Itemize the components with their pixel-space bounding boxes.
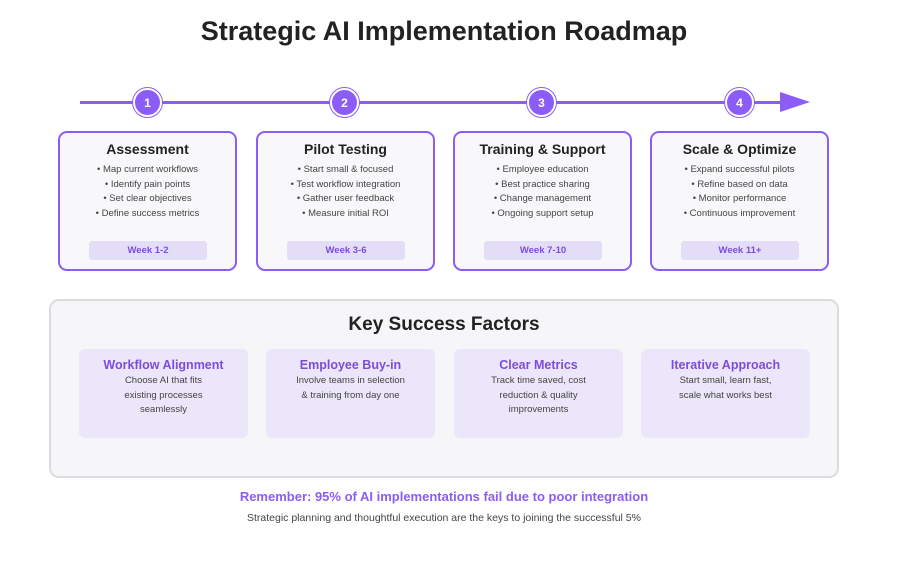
phase-item: Map current workflows [60,163,235,178]
phase-card-training-support: Training & Support Employee education Be… [453,131,632,271]
phase-item: Ongoing support setup [455,207,630,222]
factor-card-employee-buy-in: Employee Buy-in Involve teams in selecti… [266,349,435,438]
phase-item: Change management [455,192,630,207]
factors-title: Key Success Factors [348,314,540,335]
phase-item: Set clear objectives [60,192,235,207]
phase-title: Pilot Testing [304,141,387,157]
phase-title: Scale & Optimize [682,141,797,157]
factor-description: Track time saved, cost reduction & quali… [491,375,586,415]
arrow-right-icon [780,92,810,112]
factor-title: Clear Metrics [499,358,578,372]
phase-week-badge: Week 1-2 [89,241,207,260]
factor-title: Workflow Alignment [103,358,224,372]
page-title: Strategic AI Implementation Roadmap [200,16,688,46]
remember-callout: Remember: 95% of AI implementations fail… [239,489,649,504]
timeline-step-1: 1 [133,88,162,117]
factor-title: Iterative Approach [670,358,781,372]
timeline-line [80,101,785,104]
phase-item: Continuous improvement [652,207,827,222]
phase-list: Map current workflows Identify pain poin… [60,163,235,221]
factor-card-workflow-alignment: Workflow Alignment Choose AI that fits e… [79,349,248,438]
phase-item: Measure initial ROI [258,207,433,222]
phase-item: Monitor performance [652,192,827,207]
phase-item: Start small & focused [258,163,433,178]
phase-card-assessment: Assessment Map current workflows Identif… [58,131,237,271]
phase-list: Start small & focused Test workflow inte… [258,163,433,221]
phase-card-scale-optimize: Scale & Optimize Expand successful pilot… [650,131,829,271]
phase-item: Test workflow integration [258,178,433,193]
footer-note: Strategic planning and thoughtful execut… [246,512,641,524]
factor-card-clear-metrics: Clear Metrics Track time saved, cost red… [454,349,623,438]
factor-title: Employee Buy-in [299,358,402,372]
phase-list: Expand successful pilots Refine based on… [652,163,827,221]
phase-item: Gather user feedback [258,192,433,207]
phase-item: Refine based on data [652,178,827,193]
timeline-step-3: 3 [527,88,556,117]
phase-list: Employee education Best practice sharing… [455,163,630,221]
timeline: 1 2 3 4 [0,0,897,130]
phase-week-badge: Week 3-6 [287,241,405,260]
phase-item: Employee education [455,163,630,178]
phase-title: Training & Support [479,141,606,157]
phase-week-badge: Week 11+ [681,241,799,260]
factor-description: Choose AI that fits existing processes s… [124,375,203,415]
timeline-step-2: 2 [330,88,359,117]
phase-item: Best practice sharing [455,178,630,193]
key-success-factors-panel: Key Success Factors Workflow Alignment C… [49,299,839,478]
timeline-step-4: 4 [725,88,754,117]
factor-description: Start small, learn fast, scale what work… [679,375,772,401]
phase-card-pilot-testing: Pilot Testing Start small & focused Test… [256,131,435,271]
phase-week-badge: Week 7-10 [484,241,602,260]
phase-item: Expand successful pilots [652,163,827,178]
factor-description: Involve teams in selection & training fr… [296,375,405,401]
phase-title: Assessment [106,141,189,157]
phase-item: Identify pain points [60,178,235,193]
phase-item: Define success metrics [60,207,235,222]
factor-card-iterative-approach: Iterative Approach Start small, learn fa… [641,349,810,438]
